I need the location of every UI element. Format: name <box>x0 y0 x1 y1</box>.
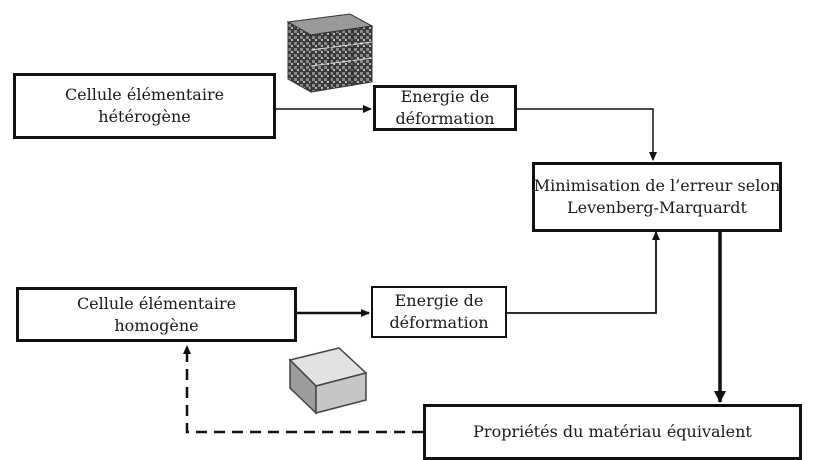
minimisation-line-1: Minimisation de l’erreur selon <box>533 176 781 195</box>
dashed-feedback-properties-to-homo <box>183 345 423 434</box>
homogeneous-cell-cube-icon <box>288 347 368 415</box>
energy-top-box: Energie de déformation <box>373 85 517 131</box>
arrow-energy-top-to-minimisation <box>517 108 657 161</box>
arrow-energy-bottom-to-minimisation <box>507 231 660 314</box>
hetero-line-1: Cellule élémentaire <box>64 85 225 104</box>
homo-line-2: homogène <box>114 315 199 335</box>
minimisation-box: Minimisation de l’erreur selon Levenberg… <box>532 162 782 232</box>
energy-bottom-line-1: Energie de <box>394 291 484 310</box>
homogeneous-cell-box: Cellule élémentaire homogène <box>16 287 297 342</box>
minimisation-line-2: Levenberg-Marquardt <box>567 198 747 217</box>
properties-box: Propriétés du matériau équivalent <box>423 404 802 460</box>
homo-line-1: Cellule élémentaire <box>76 293 237 313</box>
energy-top-line-2: déformation <box>395 109 495 128</box>
hetero-line-2: hétérogène <box>98 107 191 126</box>
properties-line-1: Propriétés du matériau équivalent <box>473 422 752 441</box>
energy-top-line-1: Energie de <box>400 87 490 106</box>
energy-bottom-box: Energie de déformation <box>371 286 507 338</box>
heterogeneous-cell-box: Cellule élémentaire hétérogène <box>13 73 276 139</box>
energy-bottom-line-2: déformation <box>389 313 489 332</box>
heterogeneous-cell-cube-icon <box>286 13 374 93</box>
